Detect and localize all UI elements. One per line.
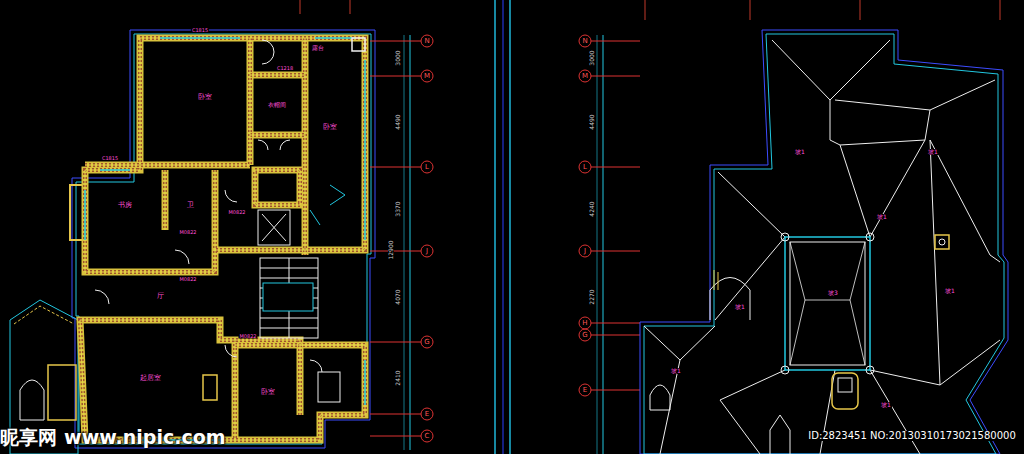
axis-label: L: [583, 164, 587, 171]
axis-label: M: [424, 73, 430, 80]
roof-slope-label: 坡1: [927, 149, 939, 155]
axis-label: H: [582, 320, 587, 327]
dimension: 4490: [395, 113, 401, 130]
room-name: 卧室: [260, 389, 276, 396]
door-window-code: M0822: [238, 334, 257, 339]
dimension: 2270: [589, 288, 595, 305]
door-window-code: C1218: [276, 66, 294, 71]
door-window-code: C1815: [191, 28, 209, 33]
room-name: 露台: [311, 45, 325, 51]
axis-label: G: [424, 339, 429, 346]
roof-slope-label: 坡1: [670, 368, 682, 374]
room-name: 卧室: [197, 94, 213, 101]
axis-label: J: [584, 248, 586, 255]
dimension: 4490: [589, 113, 595, 130]
dimension: 4070: [395, 288, 401, 305]
room-name: 厅: [156, 293, 165, 300]
roof-slope-label: 坡1: [794, 149, 806, 155]
dimension: 2410: [395, 369, 401, 386]
watermark: 昵享网 www.nipic.com: [0, 428, 227, 447]
axis-label: E: [425, 411, 429, 418]
roof-slope-label: 坡1: [734, 304, 746, 310]
room-name: 书房: [117, 202, 133, 209]
axis-label: G: [582, 332, 587, 339]
roof-slope-label: 坡3: [827, 290, 839, 296]
door-window-code: M0822: [178, 230, 197, 235]
image-id: ID:2823451 NO:20130310173021580000: [807, 431, 1017, 441]
dimension: 12900: [388, 239, 394, 260]
axis-label: M: [582, 73, 588, 80]
dimension: 4240: [589, 200, 595, 217]
roof-slope-label: 坡1: [944, 288, 956, 294]
axis-label: N: [424, 38, 429, 45]
axis-label: J: [426, 248, 428, 255]
dimension: 3000: [395, 49, 401, 66]
door-window-code: M0822: [178, 277, 197, 282]
room-name: 卧室: [322, 124, 338, 131]
room-name: 衣帽间: [267, 102, 287, 108]
axis-label: C: [425, 433, 430, 440]
axis-label: N: [582, 38, 587, 45]
roof-slope-label: 坡1: [880, 402, 892, 408]
axis-label: E: [583, 387, 587, 394]
axis-label: L: [425, 164, 429, 171]
door-window-code: M0822: [227, 210, 246, 215]
room-name: 卫: [186, 202, 195, 209]
room-name: 起居室: [139, 375, 162, 382]
dimension: 3000: [589, 49, 595, 66]
door-window-code: C1815: [101, 156, 119, 161]
roof-slope-label: 坡1: [876, 214, 888, 220]
dimension: 3370: [395, 200, 401, 217]
